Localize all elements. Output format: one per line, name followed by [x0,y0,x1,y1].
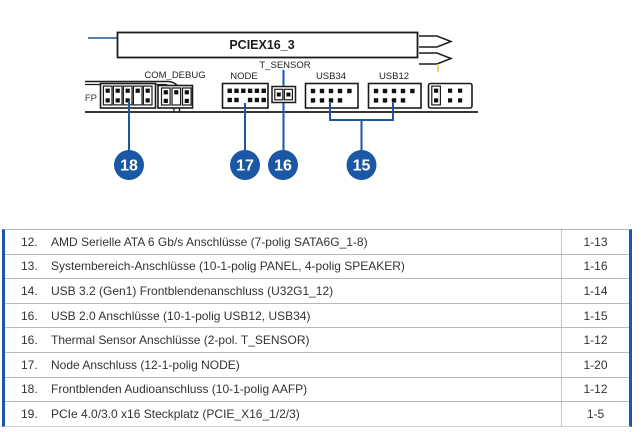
row-number: 14. [21,283,38,298]
table-row: 12. AMD Serielle ATA 6 Gb/s Anschlüsse (… [5,230,629,255]
row-page-ref: 1-14 [561,279,629,303]
row-description: Systembereich-Anschlüsse (10-1-polig PAN… [51,259,405,274]
partial-connector [427,64,473,109]
row-page-ref: 1-20 [561,352,629,377]
row-description: AMD Serielle ATA 6 Gb/s Anschlüsse (7-po… [51,234,368,249]
row-number: 13. [21,259,38,274]
row-page-ref: 1-12 [561,377,629,402]
svg-text:16: 16 [274,158,292,175]
t-sensor-connector [271,85,297,104]
callout-15: 15 [346,150,377,180]
table-row: 13. Systembereich-Anschlüsse (10-1-polig… [5,254,629,280]
row-number: 19. [21,407,38,422]
row-page-ref: 1-12 [561,328,629,352]
row-description: PCIe 4.0/3.0 x16 Steckplatz (PCIE_X16_1/… [51,407,300,422]
callout-16: 16 [268,150,298,180]
callout-17: 17 [230,150,260,180]
usb12-connector [367,82,422,109]
pcie-slot: PCIEX16_3 [116,31,454,65]
callout-leader-lines [128,70,394,151]
row-description: Node Anschluss (12-1-polig NODE) [51,357,240,372]
pcie-slot-label: PCIEX16_3 [229,38,294,52]
svg-text:18: 18 [120,158,138,175]
usb12-label: USB12 [379,71,409,82]
table-row: 16. Thermal Sensor Anschlüsse (2-pol. T_… [5,328,629,353]
table-row: 19. PCIe 4.0/3.0 x16 Steckplatz (PCIE_X1… [5,402,629,427]
table-row: 18. Frontblenden Audioanschluss (10-1-po… [5,377,629,403]
row-page-ref: 1-16 [561,254,629,279]
motherboard-diagram: PCIEX16_3 FP COM_DEBUG NODE T_SENSOR USB… [85,31,478,180]
row-description: USB 2.0 Anschlüsse (10-1-polig USB12, US… [51,308,311,323]
callout-18: 18 [114,150,144,180]
table-row: 14. USB 3.2 (Gen1) Frontblendenanschluss… [5,279,629,304]
table-row: 17. Node Anschluss (12-1-polig NODE) 1-2… [5,352,629,378]
row-page-ref: 1-5 [561,402,629,427]
aafp-label: FP [85,93,97,104]
com-debug-connector [157,84,194,109]
usb34-label: USB34 [316,71,346,82]
t-sensor-label: T_SENSOR [259,60,310,71]
row-number: 17. [21,357,38,372]
slot-latch-top [419,35,454,48]
row-page-ref: 1-13 [561,230,629,254]
row-description: USB 3.2 (Gen1) Frontblendenanschluss (U3… [51,283,334,298]
svg-text:17: 17 [236,158,254,175]
svg-text:15: 15 [353,158,371,175]
row-description: Thermal Sensor Anschlüsse (2-pol. T_SENS… [51,333,310,348]
row-number: 18. [21,382,38,397]
row-number: 16. [21,333,38,348]
connector-table: 12. AMD Serielle ATA 6 Gb/s Anschlüsse (… [2,229,632,427]
node-label: NODE [230,71,257,82]
table-row: 16. USB 2.0 Anschlüsse (10-1-polig USB12… [5,303,629,329]
row-number: 16. [21,308,38,323]
row-description: Frontblenden Audioanschluss (10-1-polig … [51,382,308,397]
com-debug-label: COM_DEBUG [144,70,205,81]
slot-latch-bottom [419,52,454,65]
row-number: 12. [21,234,38,249]
row-page-ref: 1-15 [561,303,629,328]
usb34-connector [304,82,359,109]
